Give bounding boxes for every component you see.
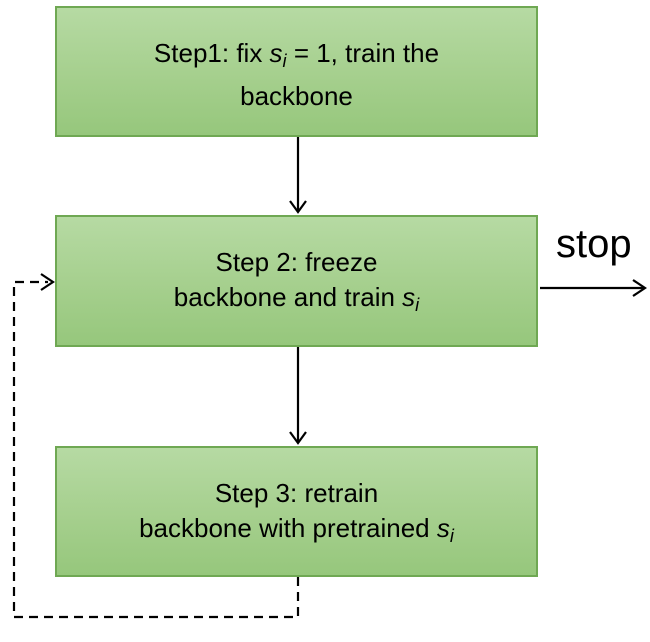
step3-line2-prefix: backbone with pretrained — [139, 512, 437, 543]
flow-node-step1: Step1: fix si = 1, train the backbone — [55, 6, 538, 137]
math-var-s: s — [402, 282, 416, 313]
step2-text-line1: Step 2: freeze — [216, 245, 378, 280]
step2-line2-prefix: backbone and train — [173, 282, 403, 313]
math-sub-i: i — [449, 526, 454, 547]
math-sub-i: i — [415, 295, 420, 316]
arrowhead-step2-stop — [632, 279, 647, 297]
flow-node-step3: Step 3: retrain backbone with pretrained… — [55, 446, 538, 577]
math-var-s: s — [269, 37, 283, 68]
arrowhead-step3-step2-feedback — [40, 273, 55, 291]
arrowhead-step1-step2 — [289, 200, 307, 214]
math-sub-i: i — [282, 51, 287, 72]
math-var-s: s — [436, 512, 450, 543]
step3-line1-text: Step 3: retrain — [214, 477, 379, 508]
step1-line1-suffix: = 1, train the — [286, 37, 440, 68]
step1-text-line1: Step1: fix si = 1, train the — [154, 36, 439, 79]
step2-line1-text: Step 2: freeze — [215, 247, 378, 278]
step1-text-line2: backbone — [240, 79, 353, 114]
arrowhead-step2-step3 — [289, 431, 307, 445]
step2-text-line2: backbone and train si — [174, 280, 419, 323]
flow-node-step2: Step 2: freeze backbone and train si — [55, 215, 538, 347]
step1-line2-text: backbone — [240, 81, 353, 112]
step1-line1-prefix: Step1: fix — [153, 37, 270, 68]
step3-text-line2: backbone with pretrained si — [139, 511, 454, 554]
step3-text-line1: Step 3: retrain — [215, 476, 378, 511]
stop-label: stop — [556, 222, 632, 266]
